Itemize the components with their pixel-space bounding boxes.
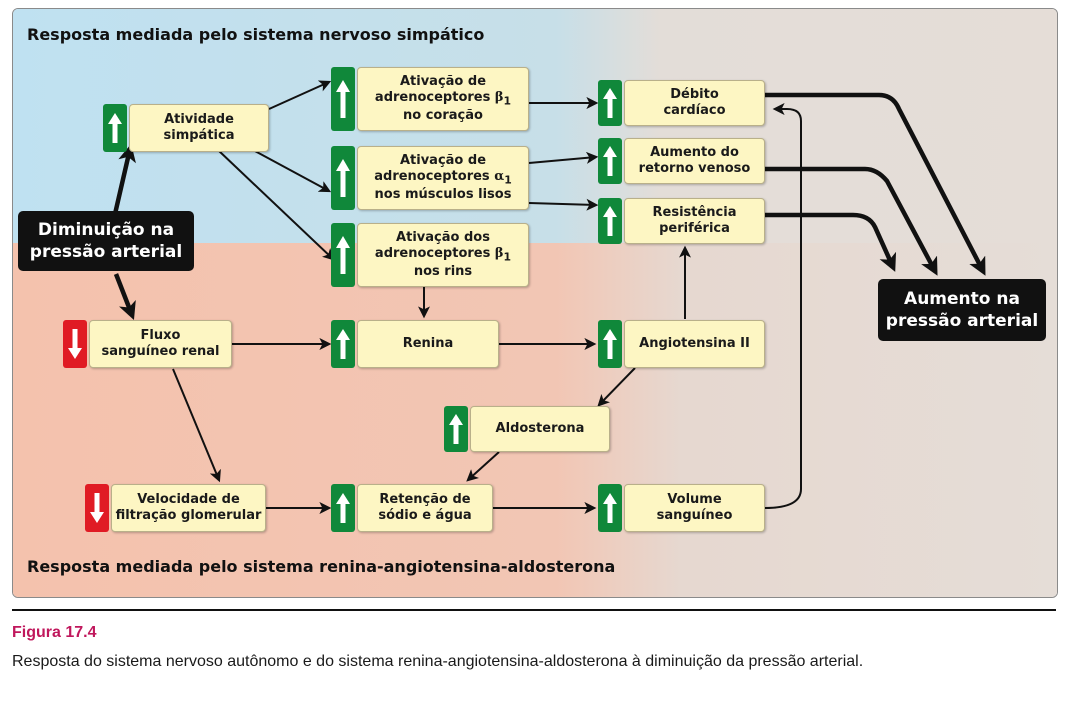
beta1-coracao-label: Ativação de adrenoceptores	[374, 74, 495, 106]
up-arrow-icon	[331, 484, 355, 532]
diminuicao-pressao-box: Diminuição na pressão arterial	[18, 211, 194, 271]
beta1-coracao-label-post: no coração	[403, 107, 483, 123]
alpha1-musculos-label-post: nos músculos lisos	[374, 186, 512, 202]
subscript-1: 1	[504, 173, 512, 187]
up-arrow-icon	[598, 80, 622, 126]
arrow-alpha1-resistencia	[528, 198, 599, 211]
arrow-angiotensina-aldosterona	[597, 367, 636, 407]
arrow-simpatica-beta1	[268, 80, 332, 110]
beta1-rins-box: Ativação dos adrenoceptores β1 nos rins	[357, 223, 529, 287]
angiotensina-label: Angiotensina II	[639, 336, 750, 352]
arrow-debito-aumento	[765, 92, 986, 276]
beta1-rins-label: Ativação dos adrenoceptores	[374, 230, 495, 262]
up-arrow-icon	[103, 104, 127, 152]
volume-sanguineo-box: Volume sanguíneo	[624, 484, 765, 532]
arrow-diminuicao-fluxo	[113, 273, 136, 321]
aldosterona-box: Aldosterona	[470, 406, 610, 452]
arrow-simpatica-alpha1	[252, 149, 332, 193]
fluxo-renal-label: Fluxo sanguíneo renal	[101, 328, 220, 359]
up-arrow-icon	[444, 406, 468, 452]
figure-caption: Resposta do sistema nervoso autônomo e d…	[12, 653, 864, 670]
atividade-simpatica-box: Atividade simpática	[129, 104, 269, 152]
arrow-aldosterona-retencao	[466, 451, 500, 482]
arrow-alpha1-retorno	[528, 151, 599, 164]
filtracao-glomerular-label: Velocidade de filtração glomerular	[115, 492, 262, 523]
retorno-venoso-label: Aumento do retorno venoso	[638, 145, 751, 176]
section-label-sympathetic: Resposta mediada pelo sistema nervoso si…	[27, 25, 485, 44]
arrow-resistencia-aumento	[765, 212, 897, 272]
atividade-simpatica-label: Atividade simpática	[163, 112, 235, 143]
beta1-rins-label-post: nos rins	[413, 263, 473, 279]
beta-symbol: β	[494, 90, 504, 106]
down-arrow-icon	[63, 320, 87, 368]
arrow-fluxo-filtracao	[172, 368, 221, 483]
arrow-diminuicao-simpatica	[112, 143, 136, 215]
debito-cardiaco-box: Débito cardíaco	[624, 80, 765, 126]
beta-symbol: β	[494, 246, 504, 262]
up-arrow-icon	[331, 320, 355, 368]
fluxo-renal-box: Fluxo sanguíneo renal	[89, 320, 232, 368]
alpha1-musculos-box: Ativação de adrenoceptores α1 nos múscul…	[357, 146, 529, 210]
up-arrow-icon	[598, 198, 622, 244]
thick-arrows	[112, 92, 986, 321]
figure-title: Figura 17.4	[12, 624, 97, 641]
arrow-volume-debito	[764, 103, 802, 509]
up-arrow-icon	[598, 484, 622, 532]
up-arrow-icon	[598, 138, 622, 184]
down-arrow-icon	[85, 484, 109, 532]
up-arrow-icon	[331, 67, 355, 131]
aldosterona-label: Aldosterona	[495, 421, 585, 437]
up-arrow-icon	[331, 223, 355, 287]
angiotensina-box: Angiotensina II	[624, 320, 765, 368]
subscript-1: 1	[503, 250, 512, 264]
renina-label: Renina	[402, 336, 454, 352]
retencao-sodio-box: Retenção de sódio e água	[357, 484, 493, 532]
connector-arrows	[172, 80, 802, 514]
arrow-retorno-aumento	[765, 166, 938, 276]
up-arrow-icon	[331, 146, 355, 210]
up-arrow-icon	[598, 320, 622, 368]
aumento-pressao-box: Aumento na pressão arterial	[878, 279, 1046, 341]
alpha-symbol: α	[494, 169, 505, 185]
retencao-sodio-label: Retenção de sódio e água	[378, 492, 472, 523]
filtracao-glomerular-box: Velocidade de filtração glomerular	[111, 484, 266, 532]
section-label-raas: Resposta mediada pelo sistema renina-ang…	[27, 557, 616, 576]
resistencia-periferica-label: Resistência periférica	[652, 205, 737, 236]
renina-box: Renina	[357, 320, 499, 368]
debito-cardiaco-label: Débito cardíaco	[663, 87, 726, 118]
alpha1-musculos-label: Ativação de adrenoceptores	[374, 153, 495, 185]
arrow-simpatica-beta1-rins	[217, 149, 335, 261]
caption-divider	[12, 609, 1056, 611]
diagram-panel: Resposta mediada pelo sistema nervoso si…	[12, 8, 1058, 598]
resistencia-periferica-box: Resistência periférica	[624, 198, 765, 244]
volume-sanguineo-label: Volume sanguíneo	[656, 492, 733, 523]
beta1-coracao-box: Ativação de adrenoceptores β1 no coração	[357, 67, 529, 131]
retorno-venoso-box: Aumento do retorno venoso	[624, 138, 765, 184]
subscript-1: 1	[503, 94, 512, 108]
